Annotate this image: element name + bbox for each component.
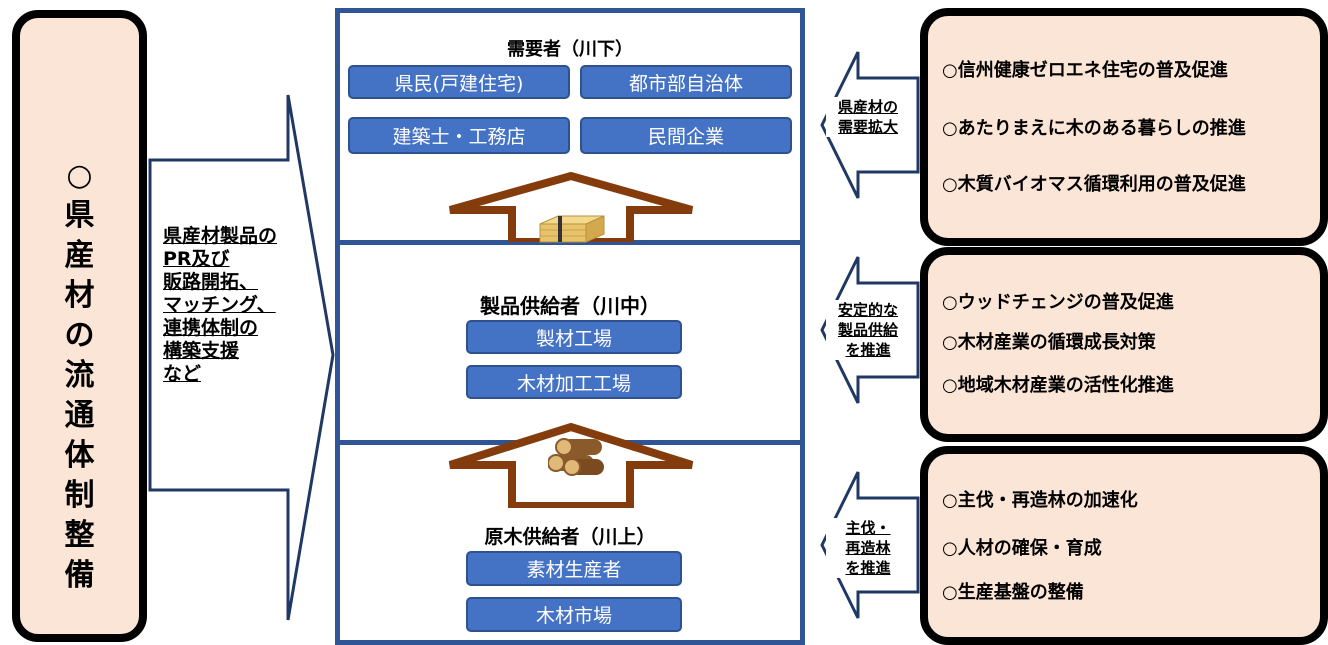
demand-section-title: 需要者（川下） — [507, 39, 633, 60]
left-title-char: 体 — [64, 438, 95, 473]
demand-box: 県民(戸建住宅) — [348, 65, 570, 99]
left-big-arrow — [148, 94, 335, 621]
product-arrow-line: 安定的な — [837, 301, 898, 319]
policy-item: ○人材の確保・育成 — [942, 538, 1102, 559]
timber-arrow-line: 再造林 — [845, 539, 891, 557]
supply-chain-frame — [335, 8, 805, 645]
policy-item: ○木材産業の循環成長対策 — [942, 332, 1156, 353]
policy-item: ○あたりまえに木のある暮らしの推進 — [942, 118, 1246, 139]
policy-item: ○ウッドチェンジの普及促進 — [942, 292, 1174, 313]
demand-arrow-label: 県産材の 需要拡大 — [826, 97, 910, 137]
policy-item: ○主伐・再造林の加速化 — [942, 490, 1138, 511]
demand-arrow-line: 県産材の — [837, 98, 898, 116]
timber-box: 素材生産者 — [466, 551, 682, 586]
product-arrow-line: を推進 — [845, 341, 891, 359]
upper-brown-arrow — [448, 172, 694, 242]
product-policy-box: ○ウッドチェンジの普及促進 ○木材産業の循環成長対策 ○地域木材産業の活性化推進 — [920, 247, 1328, 442]
policy-item: ○生産基盤の整備 — [942, 582, 1084, 603]
policy-item: ○地域木材産業の活性化推進 — [942, 375, 1174, 396]
left-arrow-line: など — [163, 363, 202, 385]
timber-box: 木材市場 — [466, 597, 682, 632]
left-arrow-line: マッチング、 — [163, 294, 276, 316]
left-title-char: 流 — [64, 358, 95, 393]
product-box: 製材工場 — [466, 320, 682, 354]
log-pile-icon — [548, 438, 604, 476]
left-title-char: 備 — [64, 558, 95, 593]
policy-item: ○信州健康ゼロエネ住宅の普及促進 — [942, 60, 1228, 81]
left-title-char: ○ — [66, 158, 93, 193]
left-arrow-line: 構築支援 — [163, 340, 240, 362]
product-arrow-label: 安定的な 製品供給 を推進 — [826, 300, 910, 360]
demand-box: 都市部自治体 — [580, 65, 792, 99]
demand-arrow-line: 需要拡大 — [837, 118, 898, 136]
left-title-box: ○ 県 産 材 の 流 通 体 制 整 備 — [12, 10, 147, 642]
left-title-char: の — [64, 318, 95, 353]
timber-section-title: 原木供給者（川上） — [484, 526, 656, 548]
left-title-char: 県 — [64, 198, 95, 233]
left-title-char: 通 — [64, 398, 95, 433]
left-title-char: 整 — [64, 518, 95, 553]
timber-policy-box: ○主伐・再造林の加速化 ○人材の確保・育成 ○生産基盤の整備 — [920, 446, 1328, 645]
product-section-title: 製品供給者（川中） — [480, 294, 660, 318]
policy-item: ○木質バイオマス循環利用の普及促進 — [942, 174, 1246, 195]
left-title-char: 材 — [64, 278, 95, 313]
demand-policy-box: ○信州健康ゼロエネ住宅の普及促進 ○あたりまえに木のある暮らしの推進 ○木質バイ… — [920, 8, 1328, 246]
left-title-text: ○ 県 産 材 の 流 通 体 制 整 備 — [20, 156, 139, 596]
left-title-char: 産 — [64, 238, 95, 273]
timber-arrow-line: を推進 — [845, 559, 891, 577]
left-arrow-line: 連携体制の — [163, 317, 259, 339]
timber-arrow-label: 主伐・ 再造林 を推進 — [826, 518, 910, 578]
product-box: 木材加工工場 — [466, 365, 682, 399]
lumber-stack-icon — [539, 215, 605, 243]
left-arrow-line: 県産材製品の — [163, 225, 278, 247]
demand-box: 建築士・工務店 — [348, 117, 570, 154]
left-arrow-line: 販路開拓、 — [163, 271, 259, 293]
left-title-char: 制 — [64, 478, 95, 513]
product-arrow-line: 製品供給 — [837, 321, 898, 339]
demand-box: 民間企業 — [580, 117, 792, 154]
left-arrow-text: 県産材製品の PR及び 販路開拓、 マッチング、 連携体制の 構築支援 など — [163, 225, 313, 386]
left-arrow-line: PR及び — [163, 248, 230, 270]
timber-arrow-line: 主伐・ — [845, 519, 891, 537]
